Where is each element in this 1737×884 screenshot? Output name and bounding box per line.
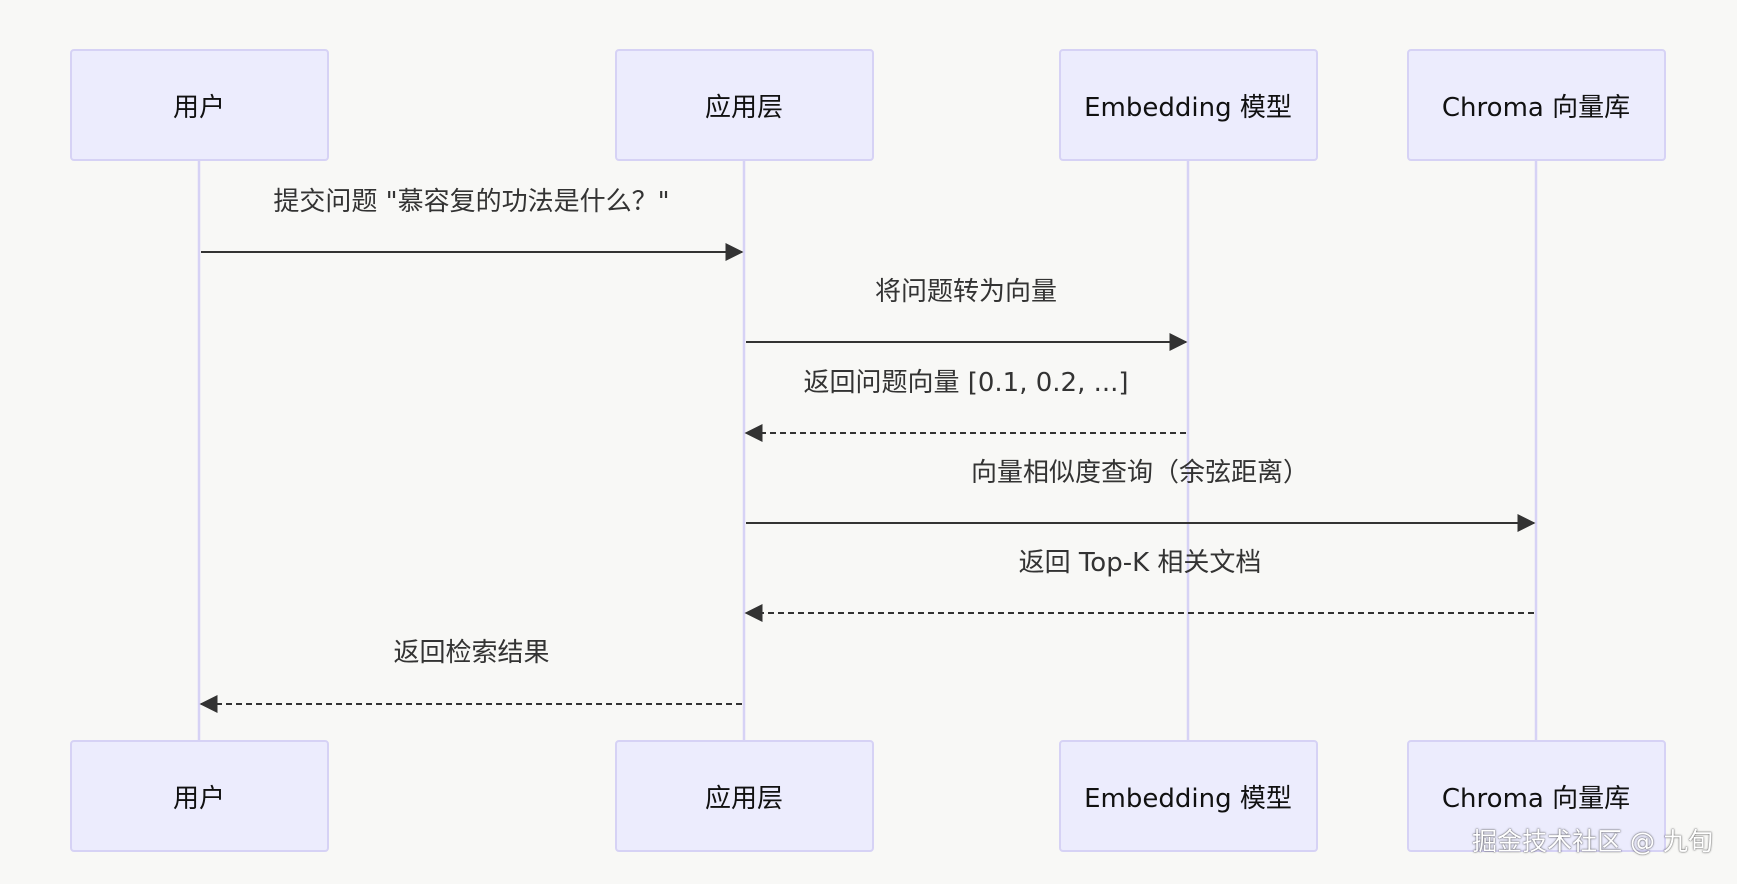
actor-app-top: 应用层 — [614, 49, 874, 161]
actor-chroma-bottom: Chroma 向量库 — [1406, 740, 1666, 852]
message-label-2: 将问题转为向量 — [874, 277, 1058, 307]
watermark: 掘金技术社区 @ 九旬 — [1472, 827, 1713, 856]
message-label-3: 返回问题向量 [0.1, 0.2, ...] — [803, 368, 1129, 398]
actor-user-top: 用户 — [69, 49, 329, 161]
actor-app-bottom: 应用层 — [614, 740, 874, 852]
message-label-5: 返回 Top-K 相关文档 — [1018, 548, 1262, 578]
actor-embed-bottom: Embedding 模型 — [1058, 740, 1318, 852]
actor-chroma-top: Chroma 向量库 — [1406, 49, 1666, 161]
actor-embed-top: Embedding 模型 — [1058, 49, 1318, 161]
message-label-6: 返回检索结果 — [393, 638, 550, 668]
actor-user-bottom: 用户 — [69, 740, 329, 852]
message-label-1: 提交问题 "慕容复的功法是什么？" — [273, 187, 670, 217]
message-label-4: 向量相似度查询（余弦距离） — [970, 458, 1310, 488]
